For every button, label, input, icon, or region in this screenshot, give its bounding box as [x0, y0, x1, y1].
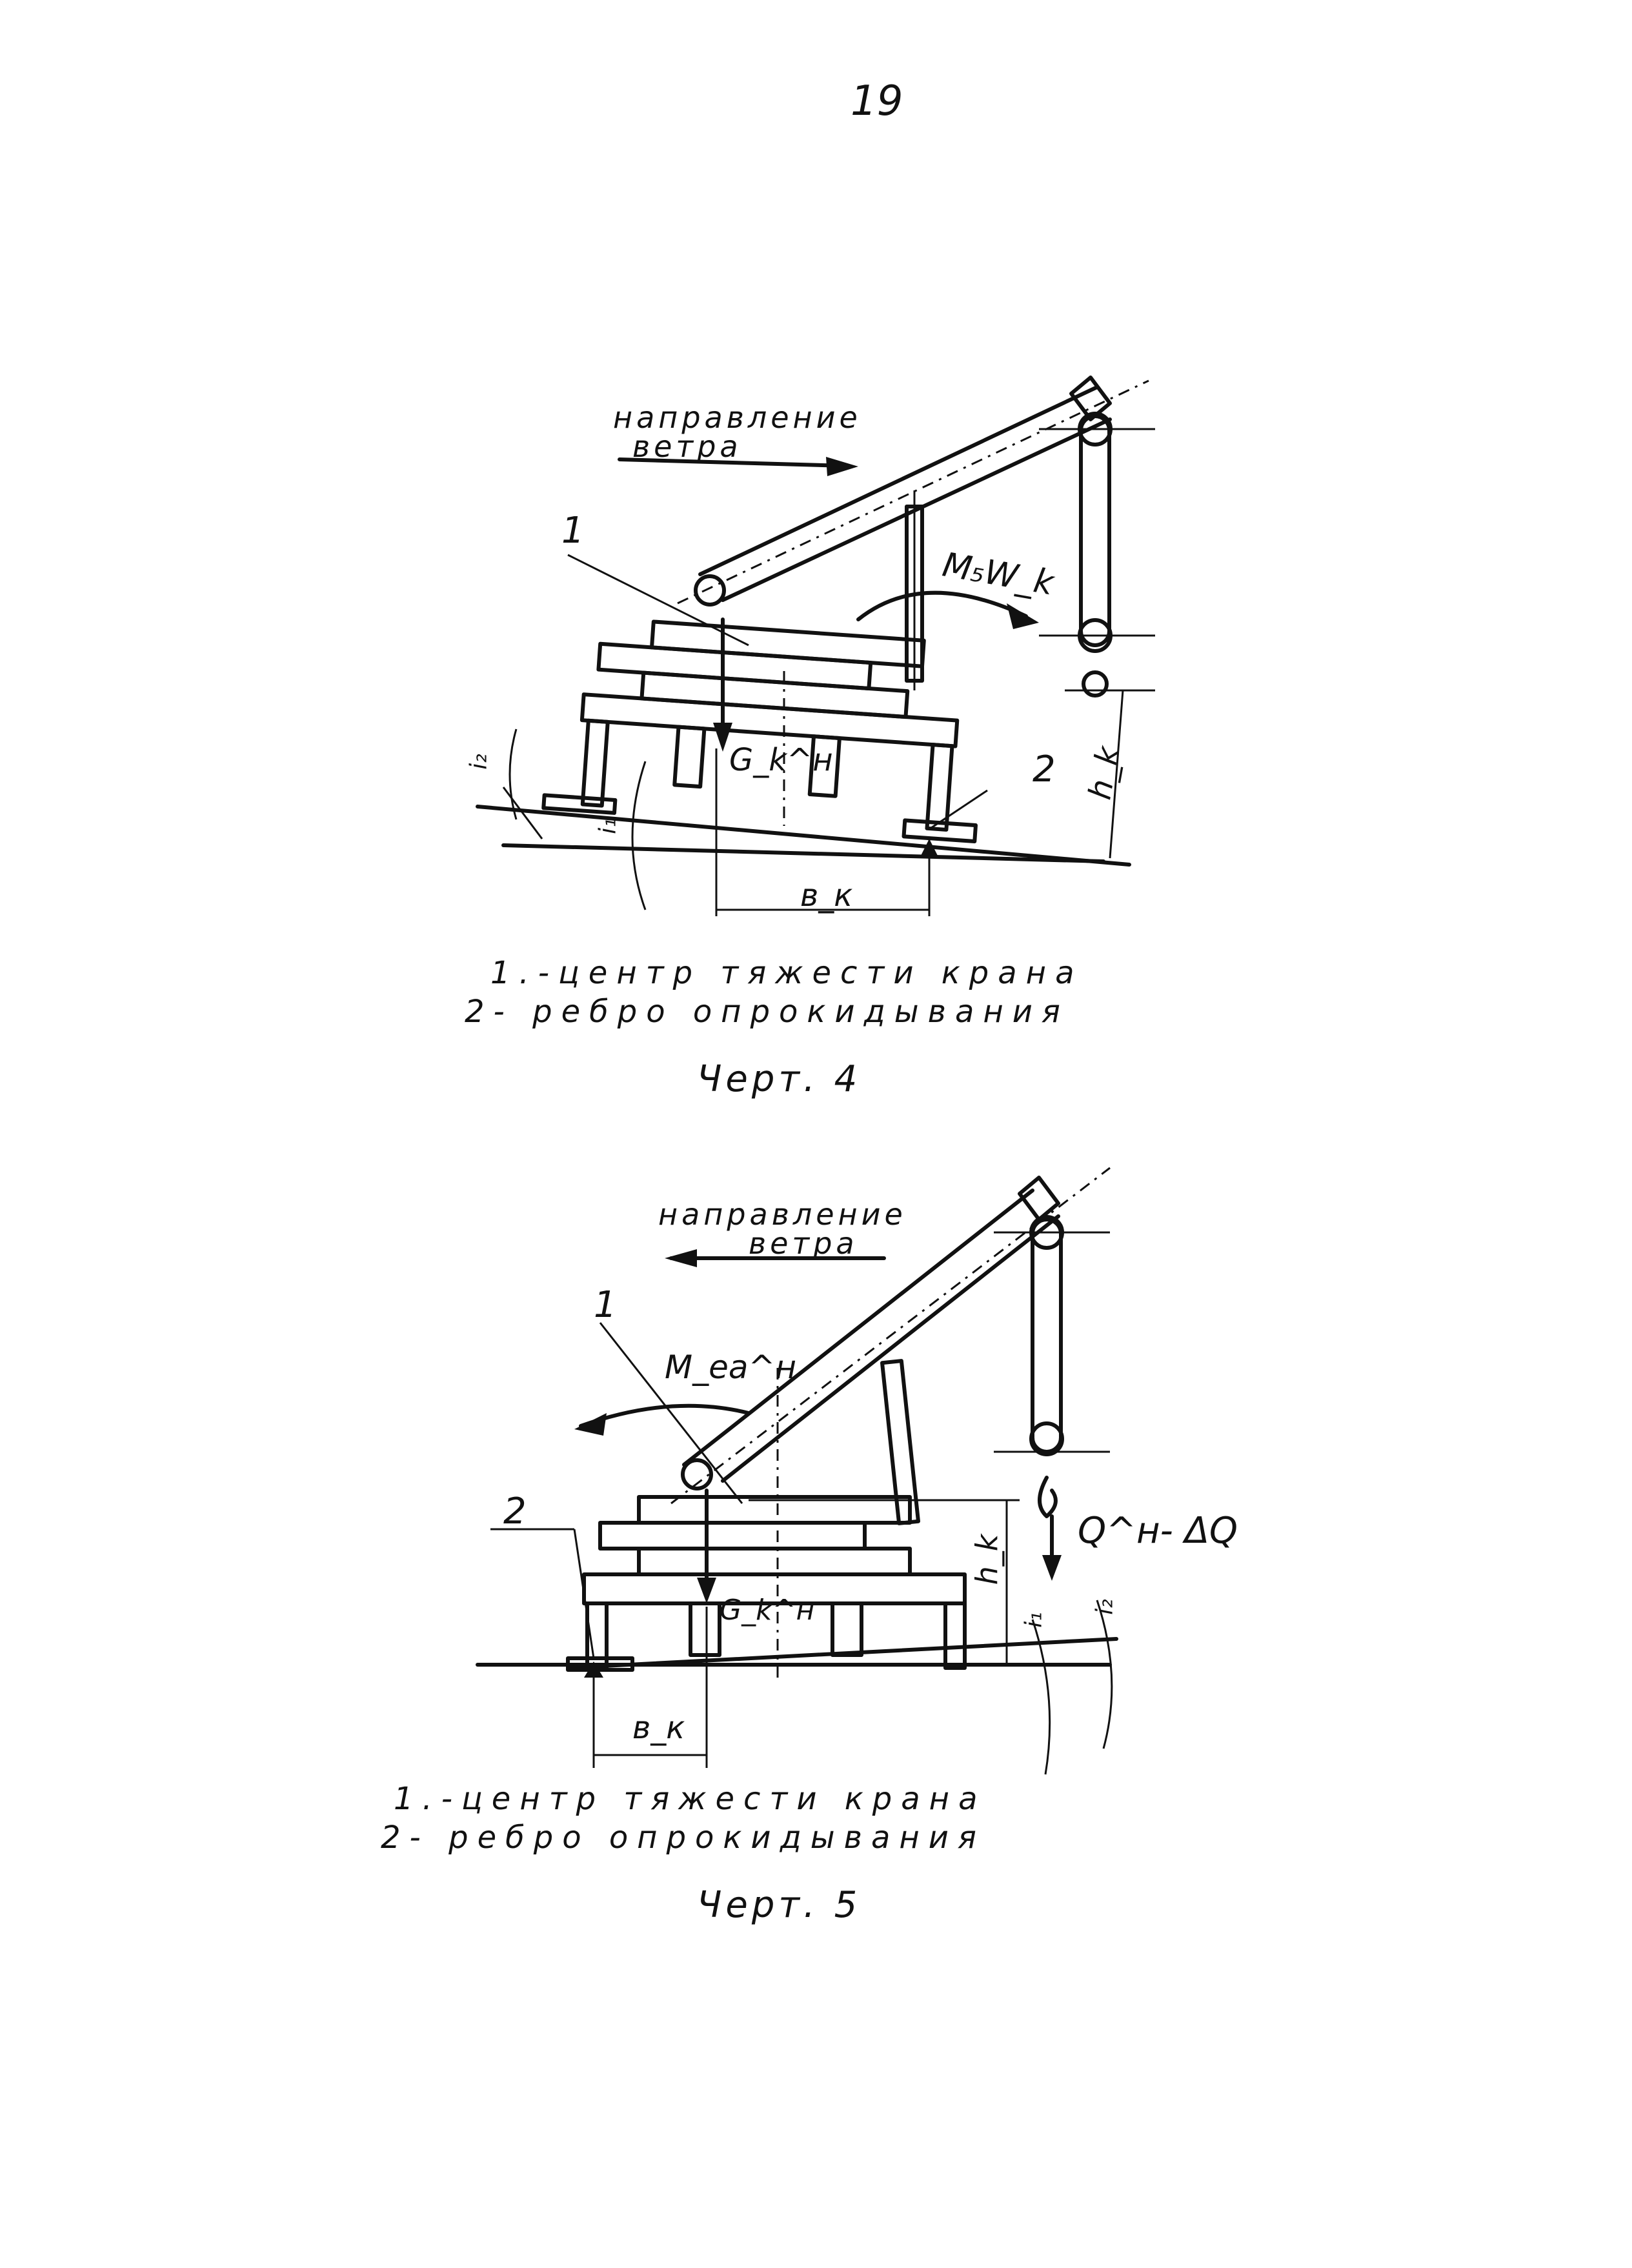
callout-1: 1 — [594, 1284, 617, 1326]
wind-label-line2: ветра — [749, 1226, 858, 1261]
hoist-rope — [1039, 412, 1155, 697]
moment-label: M_еа^н — [665, 1349, 797, 1386]
callout-2-leader-tail — [573, 1529, 595, 1659]
load-label: Q^н- ΔQ — [1078, 1510, 1238, 1552]
figure-5-drawing — [476, 1167, 1118, 1775]
gravity-arrow — [697, 1368, 779, 1684]
ground-lines — [476, 805, 1131, 867]
wind-arrow-right — [618, 457, 858, 476]
angle-i2-label: i₂ — [465, 754, 492, 770]
dimension-hk — [749, 1499, 1020, 1665]
figure-title: Черт. 4 — [697, 1058, 861, 1100]
hoist-rope — [994, 1215, 1110, 1518]
height-label: h_k — [969, 1534, 1005, 1585]
callout-2-leader — [929, 789, 988, 830]
legend-2: 2- ребро опрокидывания — [465, 994, 1069, 1030]
hydraulic-cylinder — [880, 1359, 920, 1525]
figure-4-drawing — [476, 376, 1155, 916]
angle-i2-label: i₂ — [1091, 1599, 1118, 1615]
legend-2: 2- ребро опрокидывания — [381, 1820, 985, 1856]
angle-marks — [502, 728, 647, 910]
figure-4: направление ветра 1 2 M₅W_k G_k^н h_k в_… — [0, 0, 1632, 1129]
callout-1-leader — [599, 1322, 743, 1504]
base-label: в_к — [800, 878, 853, 914]
crane-base — [566, 1495, 967, 1672]
callout-2: 2 — [1033, 748, 1056, 790]
dimension-hk — [1065, 689, 1155, 859]
tipping-edge-mark — [584, 1661, 603, 1678]
weight-label: G_k^н — [729, 742, 833, 778]
wind-label-line1: направление — [613, 400, 861, 435]
wind-label-line1: направление — [658, 1197, 907, 1232]
legend-1: 1.-центр тяжести крана — [490, 955, 1083, 991]
legend-1: 1.-центр тяжести крана — [394, 1781, 987, 1817]
load-arrow — [1042, 1514, 1062, 1581]
moment-arc — [856, 590, 1039, 629]
crane-base — [541, 619, 978, 843]
angle-i1-label: i₁ — [1020, 1612, 1047, 1628]
ground-lines — [476, 1637, 1118, 1670]
hydraulic-cylinder — [905, 490, 924, 690]
figure-title: Черт. 5 — [697, 1884, 861, 1926]
callout-2: 2 — [503, 1490, 527, 1532]
callout-1-leader — [567, 554, 749, 647]
angle-i1-label: i₁ — [594, 818, 621, 834]
moment-arc — [574, 1403, 751, 1436]
gravity-arrow — [713, 617, 785, 826]
figure-5: направление ветра 1 2 M_еа^н G_k^н Q^н- … — [0, 1129, 1632, 2032]
angle-marks — [1031, 1600, 1113, 1775]
dimension-bk — [592, 1607, 708, 1768]
boom — [670, 1167, 1111, 1505]
base-label: в_к — [632, 1710, 685, 1746]
wind-label-line2: ветра — [632, 429, 742, 464]
dimension-bk — [715, 748, 931, 916]
boom — [677, 376, 1149, 607]
page-number: 19 — [851, 77, 903, 125]
wind-arrow-left — [665, 1249, 886, 1267]
weight-label: G_k^н — [720, 1594, 815, 1627]
callout-1: 1 — [561, 510, 585, 552]
